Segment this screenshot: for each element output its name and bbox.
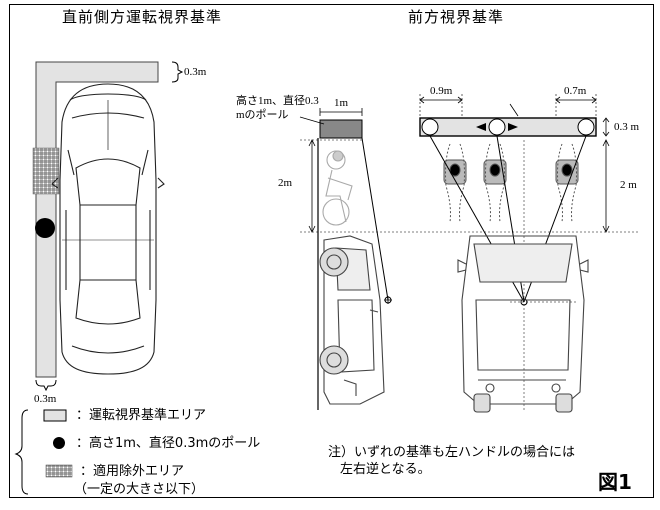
- side-view-diagram: [299, 108, 640, 410]
- left-gap-label: 0.9m: [430, 85, 453, 97]
- bottom-dim-bracket: [35, 379, 57, 392]
- pole-label-line1: 高さ1m、直径0.3: [236, 95, 319, 107]
- legend-swatch-hatched: [45, 464, 73, 478]
- bar-height-label: 0.3 m: [614, 121, 640, 133]
- figure-label: 図1: [598, 470, 632, 494]
- front-view-diagram: [419, 94, 610, 413]
- pole-label-line2: mのポール: [236, 109, 289, 121]
- legend-brace: [14, 409, 29, 495]
- front-cyclists: [443, 143, 579, 223]
- legend-label-pole: ：高さ1m、直径0.3mのポール: [76, 436, 261, 451]
- legend-label-area: ：運転視界基準エリア: [76, 408, 207, 423]
- pole-box: [319, 119, 363, 139]
- note-line2: 左右逆となる。: [340, 462, 431, 477]
- legend-sub-note: （一定の大きさ以下）: [74, 482, 205, 497]
- side-view-car: [319, 235, 385, 405]
- legend-swatch-light: [43, 409, 67, 422]
- left-title: 直前側方運転視界基準: [62, 8, 223, 26]
- right-title: 前方視界基準: [408, 8, 505, 26]
- width-dim-bracket: [171, 61, 184, 83]
- side-height-label: 2m: [278, 177, 293, 189]
- width-dim-label: 0.3m: [184, 66, 207, 78]
- front-view-car: [457, 235, 589, 413]
- legend-graphics: [14, 409, 73, 495]
- legend-label-exclusion: ：適用除外エリア: [80, 464, 185, 479]
- bottom-dim-label: 0.3m: [34, 393, 57, 405]
- exclusion-area-left: [32, 147, 60, 195]
- cyclist-figure-side: [322, 150, 353, 226]
- note-line1: 注）いずれの基準も左ハンドルの場合には: [328, 445, 576, 460]
- legend-swatch-dot: [53, 437, 65, 449]
- driving-view-area-left: [35, 61, 159, 378]
- front-height-label: 2 m: [620, 179, 637, 191]
- right-gap-label: 0.7m: [564, 85, 587, 97]
- pole-dot-left: [35, 218, 55, 238]
- figure-frame: [9, 4, 654, 498]
- pole-width-label: 1m: [334, 97, 349, 109]
- top-view-car-left: [51, 83, 165, 375]
- left-diagram: [32, 61, 184, 392]
